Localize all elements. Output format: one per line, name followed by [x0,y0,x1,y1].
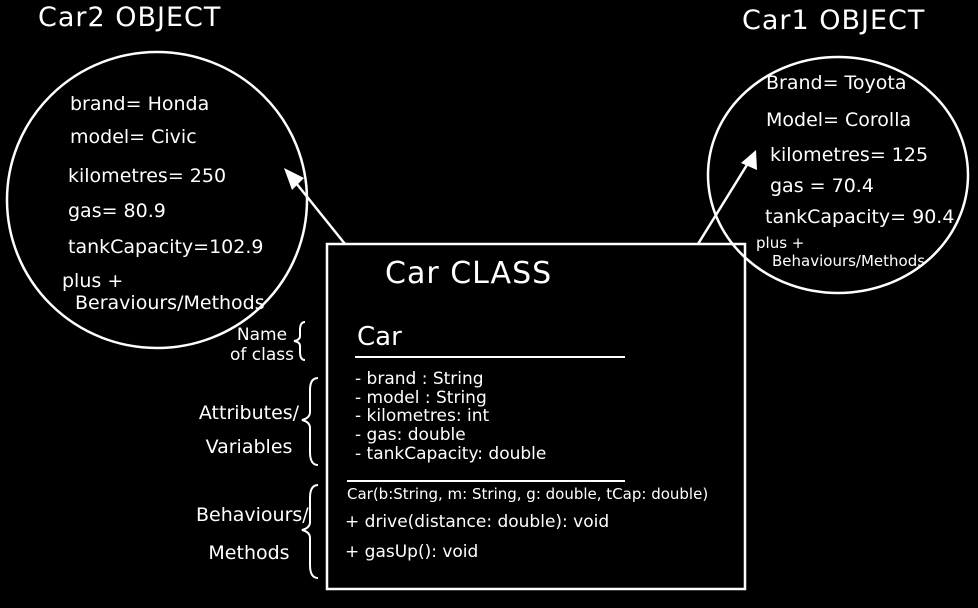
arrowhead-car1 [741,150,757,170]
car2-attribute: gas= 80.9 [68,200,166,222]
name-of-class-line: of class [230,345,294,365]
name-of-class-line: Name [236,325,288,345]
behaviours-methods-label: Behaviours/ Methods [196,496,309,572]
class-method: + gasUp(): void [345,542,479,562]
class-attribute: - kilometres: int [355,406,490,426]
attributes-variables-line: Attributes/ [198,402,300,424]
behaviours-methods-line: Behaviours/ [196,504,309,526]
brace-methods [301,484,319,579]
car1-attribute: gas = 70.4 [770,175,874,197]
class-attribute: - gas: double [355,425,466,445]
arrowhead-car2 [284,168,304,190]
car1-attribute: kilometres= 125 [770,144,929,166]
car1-behaviours-label: Behaviours/Methods [772,252,926,270]
class-attribute: - brand : String [355,369,484,389]
car2-plus-label: plus + [62,270,124,292]
car2-attribute: model= Civic [70,126,197,148]
arrow-to-car2 [291,177,346,245]
car2-attribute: brand= Honda [70,93,210,115]
car2-object-title: Car2 OBJECT [38,2,222,33]
class-box-title: Car CLASS [385,256,553,291]
class-attribute: - model : String [355,388,487,408]
car1-object-title: Car1 OBJECT [742,5,926,36]
car1-plus-label: plus + [756,234,805,252]
attributes-variables-line: Variables [205,436,293,458]
behaviours-methods-line: Methods [208,542,290,564]
arrow-to-car1 [696,159,752,245]
class-attribute: - tankCapacity: double [355,444,547,464]
brace-name-of-class [293,321,306,361]
car1-attribute: Brand= Toyota [766,72,907,94]
car1-attribute: tankCapacity= 90.4 [765,206,955,228]
car2-attribute: kilometres= 250 [68,165,227,187]
class-name: Car [357,322,402,352]
class-constructor: Car(b:String, m: String, g: double, tCap… [347,485,709,503]
class-method: + drive(distance: double): void [345,512,610,532]
name-of-class-label: Name of class [222,322,302,368]
car1-object-circle [706,55,970,295]
car2-behaviours-label: Beraviours/Methods [75,292,265,314]
car2-attribute: tankCapacity=102.9 [68,236,264,258]
car1-attribute: Model= Corolla [766,109,912,131]
car-class-box [325,242,747,591]
attributes-variables-label: Attributes/ Variables [196,396,302,464]
brace-attributes [301,377,319,466]
car2-object-circle [5,50,309,350]
